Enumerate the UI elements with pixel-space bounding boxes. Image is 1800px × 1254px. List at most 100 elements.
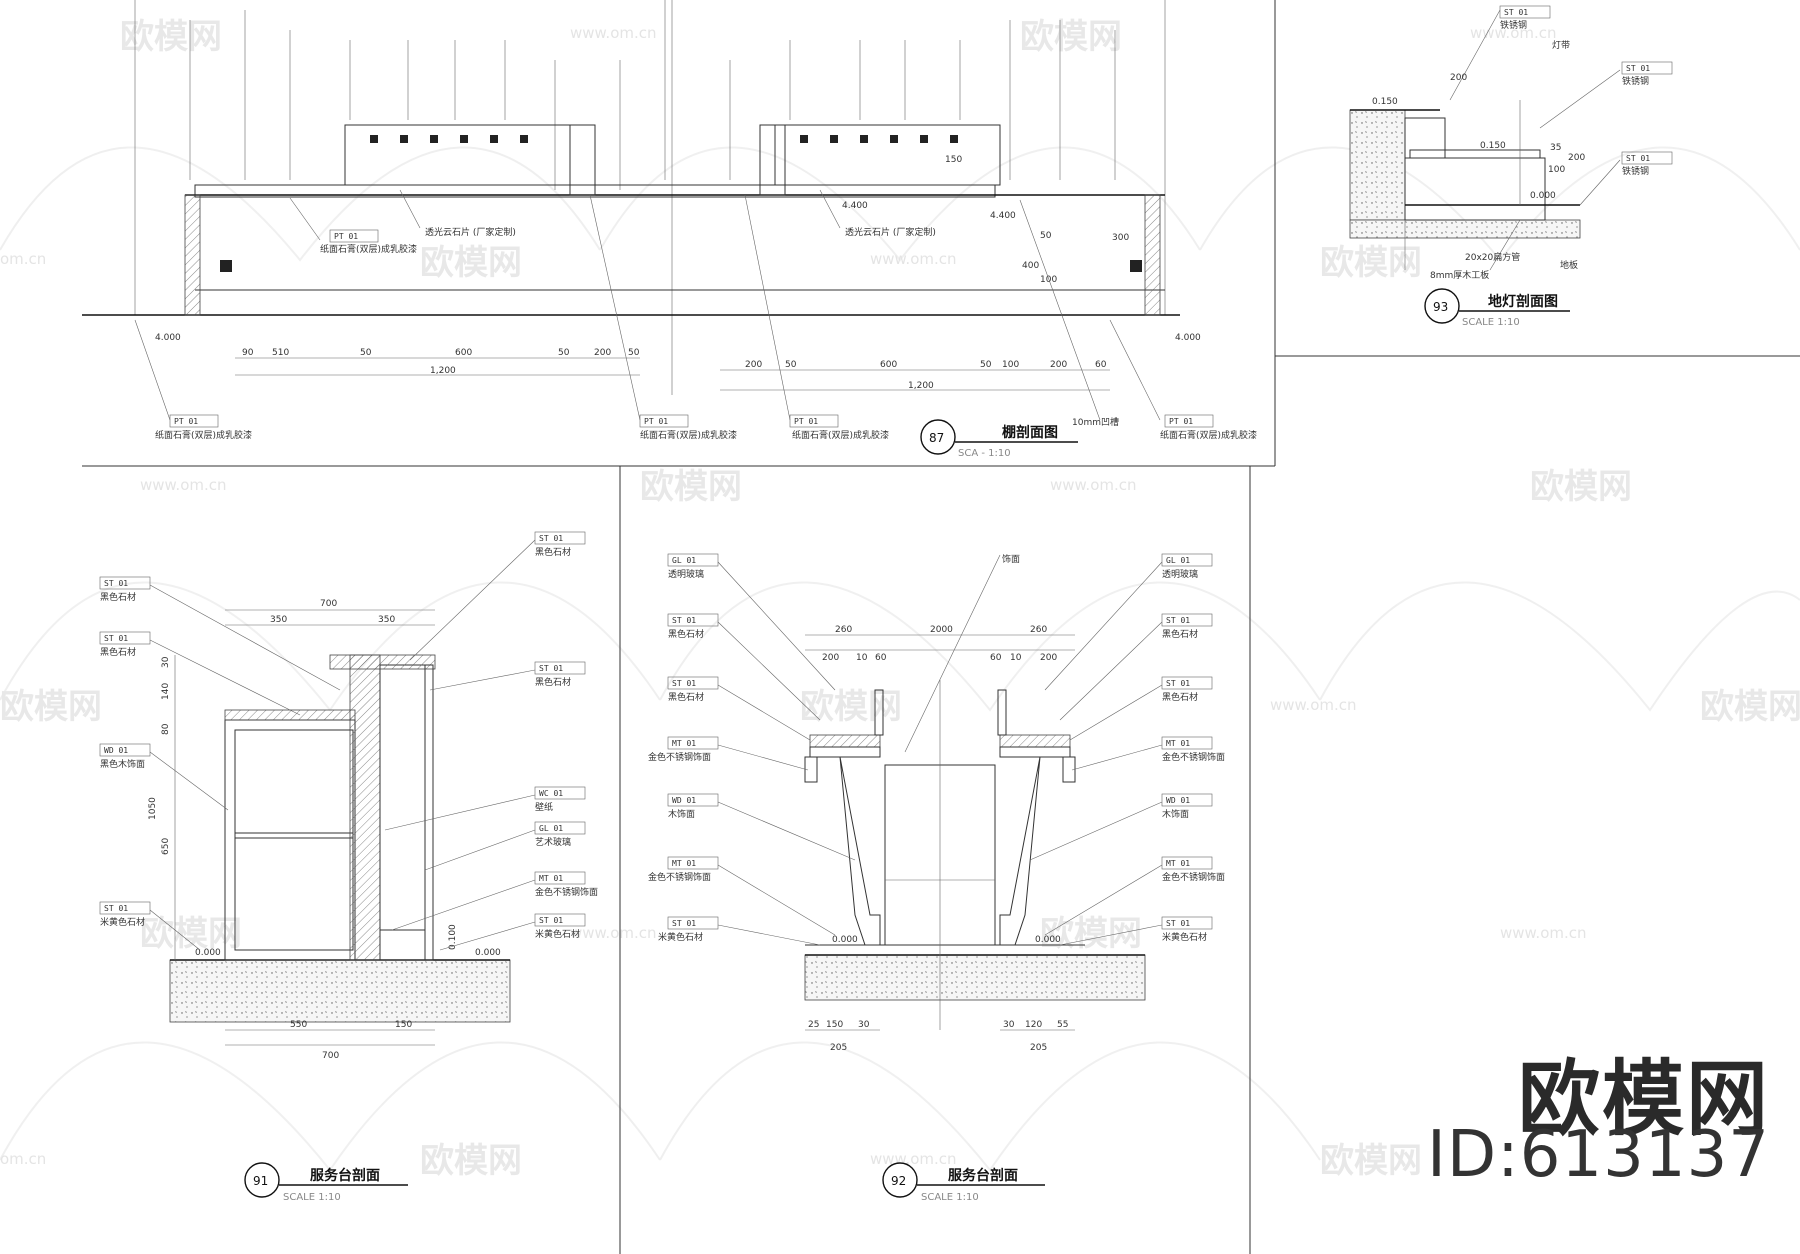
dimension-label: 50: [628, 348, 640, 358]
watermark-brand: 欧模网: [1320, 243, 1422, 283]
material-label: 黑色石材: [668, 628, 704, 640]
material-code: ST 01: [539, 664, 563, 673]
watermark-url: www.om.cn: [870, 250, 957, 268]
ceiling-planes: [82, 124, 1180, 316]
material-label: 纸面石膏(双层)成乳胶漆: [640, 429, 737, 441]
dimension-label: 200: [594, 348, 611, 358]
watermark-url: www.om.cn: [1050, 476, 1137, 494]
dimension-label: 1,200: [430, 366, 456, 376]
material-code: PT 01: [794, 417, 818, 426]
level-mark: 0.000: [832, 935, 858, 945]
material-code: GL 01: [539, 824, 563, 833]
watermark-brand: 欧模网: [1020, 17, 1122, 57]
callouts-92-left: GL 01 透明玻璃 ST 01 黑色石材 ST 01 黑色石材 MT 01 金…: [648, 553, 856, 946]
level-mark: 4.000: [1175, 333, 1201, 343]
level-mark: 0.000: [1530, 191, 1556, 201]
watermark-url: www.om.cn: [1500, 924, 1587, 942]
dimension-label: 50: [785, 360, 797, 370]
drawing-title: 地灯剖面图: [1488, 293, 1558, 310]
level-mark: 0.150: [1480, 141, 1506, 151]
watermark-url: www.om.cn: [870, 1150, 957, 1168]
material-label: 金色不锈钢饰面: [1162, 751, 1225, 763]
dimension-label: 120: [1025, 1020, 1042, 1030]
material-label: 透光云石片 (厂家定制): [845, 226, 936, 238]
material-code: PT 01: [644, 417, 668, 426]
dimension-label: 2000: [930, 625, 953, 635]
watermark-url: om.cn: [0, 250, 46, 268]
dimension-label: 200: [1450, 73, 1467, 83]
material-label: 米黄色石材: [658, 931, 703, 943]
material-code: MT 01: [539, 874, 563, 883]
material-label: 木饰面: [1162, 808, 1189, 820]
dimension-label: 100: [1548, 165, 1565, 175]
material-code: WD 01: [1166, 796, 1190, 805]
dimension-label: 205: [1030, 1043, 1047, 1053]
material-label: 壁纸: [535, 801, 553, 813]
material-label: 米黄色石材: [1162, 931, 1207, 943]
dimension-label: 10: [1010, 653, 1022, 663]
callouts-91-left: ST 01 黑色石材 ST 01 黑色石材 WD 01 黑色木饰面 ST 01 …: [99, 576, 341, 951]
material-label: 纸面石膏(双层)成乳胶漆: [1160, 429, 1257, 441]
dimension-label: 200: [745, 360, 762, 370]
material-code: WC 01: [539, 789, 563, 798]
brand-logo-text: 欧模网: [1517, 1052, 1770, 1147]
callouts-91-right: ST 01 黑色石材 ST 01 黑色石材 WC 01 壁纸 GL 01 艺术玻…: [384, 531, 598, 951]
material-code: ST 01: [1504, 8, 1528, 17]
material-code: WD 01: [104, 746, 128, 755]
material-code: ST 01: [539, 916, 563, 925]
model-id: ID:613137: [1426, 1118, 1770, 1192]
material-label: 金色不锈钢饰面: [1162, 871, 1225, 883]
material-code: WD 01: [672, 796, 696, 805]
dimension-row-right: 200 50 600 50 100 200 60 1,200: [720, 360, 1110, 391]
watermark-url: www.om.cn: [140, 476, 227, 494]
material-label: 地板: [1560, 259, 1578, 271]
drawing-87-ceiling-section: 4.000 4.000 4.400 4.400 90 510 50 600 50…: [82, 0, 1257, 459]
title-87: 87 棚剖面图 SCA - 1:10: [920, 419, 1078, 459]
material-code: MT 01: [672, 739, 696, 748]
dimension-label: 205: [830, 1043, 847, 1053]
drawing-92-service-counter-section: 260 2000 260 200 10 60 60 10 200 25 150 …: [648, 553, 1225, 1203]
material-label: 米黄色石材: [535, 928, 580, 940]
material-label: 纸面石膏(双层)成乳胶漆: [792, 429, 889, 441]
dimension-label: 150: [945, 155, 962, 165]
dimension-label: 200: [1568, 153, 1585, 163]
material-code: MT 01: [1166, 739, 1190, 748]
dimension-label: 60: [1095, 360, 1107, 370]
dimension-label: 100: [1040, 275, 1057, 285]
sheet-borders: [82, 0, 1800, 1254]
dimension-label: 50: [360, 348, 372, 358]
material-code: ST 01: [104, 579, 128, 588]
watermark-url: www.om.cn: [1470, 24, 1557, 42]
watermark-url: www.om.cn: [570, 24, 657, 42]
dimension-label: 350: [270, 615, 287, 625]
material-code: ST 01: [539, 534, 563, 543]
material-code: ST 01: [672, 679, 696, 688]
dimension-label: 510: [272, 348, 289, 358]
dimension-label: 150: [395, 1020, 412, 1030]
dimension-label: 50: [558, 348, 570, 358]
watermark-brand: 欧模网: [1320, 1141, 1422, 1181]
level-mark: 0.100: [448, 924, 458, 950]
material-label: 纸面石膏(双层)成乳胶漆: [155, 429, 252, 441]
material-code: ST 01: [1626, 64, 1650, 73]
level-mark: 0.000: [195, 948, 221, 958]
dimension-label: 600: [455, 348, 472, 358]
dimension-label: 60: [990, 653, 1002, 663]
material-label: 金色不锈钢饰面: [648, 871, 711, 883]
dimension-label: 80: [161, 723, 171, 735]
watermark-url: om.cn: [0, 1150, 46, 1168]
material-label: 铁锈钢: [1500, 19, 1527, 31]
dimension-label: 400: [1022, 261, 1039, 271]
material-label: 灯带: [1552, 40, 1570, 51]
material-label: 铁锈钢: [1622, 75, 1649, 87]
title-91: 91 服务台剖面 SCALE 1:10: [244, 1162, 408, 1203]
level-mark: 4.400: [990, 211, 1016, 221]
material-label: 饰面: [1002, 553, 1020, 565]
drawing-91-service-counter-section: 700 350 350 550 150 700 30 140 80 650 10…: [99, 531, 598, 1203]
watermark-brand: 欧模网: [1700, 687, 1800, 727]
drawing-93-floor-lamp-section: ST 01 铁锈钢 灯带 ST 01 铁锈钢 ST 01 铁锈钢 20x20扁方…: [1349, 5, 1673, 328]
dimension-label: 260: [835, 625, 852, 635]
dimension-label: 150: [826, 1020, 843, 1030]
dimension-label: 700: [322, 1051, 339, 1061]
material-code: PT 01: [174, 417, 198, 426]
